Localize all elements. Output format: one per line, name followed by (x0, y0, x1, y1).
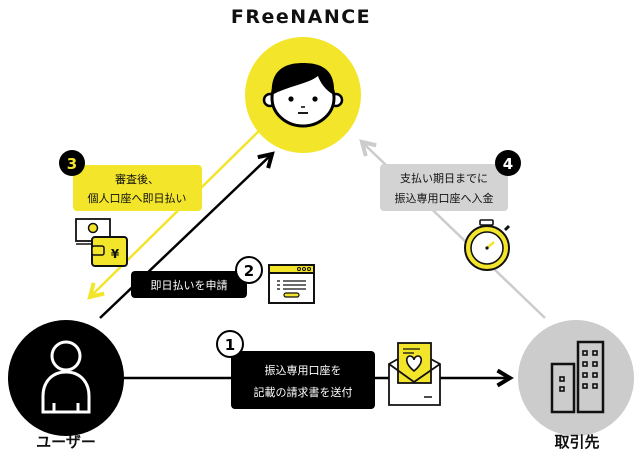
user-icon (41, 340, 91, 414)
step-1: 振込専用口座を 記載の請求書を送付 1 (216, 330, 441, 409)
step-4-line-1: 支払い期日までに (400, 171, 488, 185)
step-1-number: 1 (225, 336, 235, 354)
client-label: 取引先 (554, 433, 599, 451)
user-label: ユーザー (36, 433, 96, 451)
step-4-line-2: 振込専用口座へ入金 (395, 191, 494, 205)
person-face-icon (262, 63, 344, 128)
step-4-number: 4 (503, 155, 513, 173)
freenance-node (245, 37, 361, 153)
client-node: 取引先 (518, 320, 634, 451)
stopwatch-icon (464, 219, 511, 271)
step-3: 審査後、 個人口座へ即日払い 3 ¥ (59, 150, 202, 267)
step-2-number: 2 (244, 262, 254, 280)
step-3-line-2: 個人口座へ即日払い (88, 191, 187, 205)
wallet-yen-icon: ¥ (75, 218, 128, 267)
step-4: 支払い期日までに 振込専用口座へ入金 4 (380, 150, 521, 271)
step-1-line-2: 記載の請求書を送付 (254, 385, 353, 399)
envelope-heart-icon (388, 342, 441, 406)
svg-text:¥: ¥ (111, 247, 120, 261)
browser-form-icon (268, 264, 315, 304)
arrow-step2-black (99, 151, 275, 319)
user-node: ユーザー (8, 320, 124, 451)
building-icon (550, 340, 605, 414)
step-1-line-1: 振込専用口座を (265, 363, 342, 377)
freenance-logo: FReeNANCE (231, 6, 371, 28)
step-2: 即日払いを申請 2 (131, 256, 315, 304)
step-3-number: 3 (67, 155, 77, 173)
arrow-step3-yellow (87, 127, 263, 300)
step-2-line-1: 即日払いを申請 (151, 278, 228, 292)
step-3-line-1: 審査後、 (115, 172, 159, 186)
